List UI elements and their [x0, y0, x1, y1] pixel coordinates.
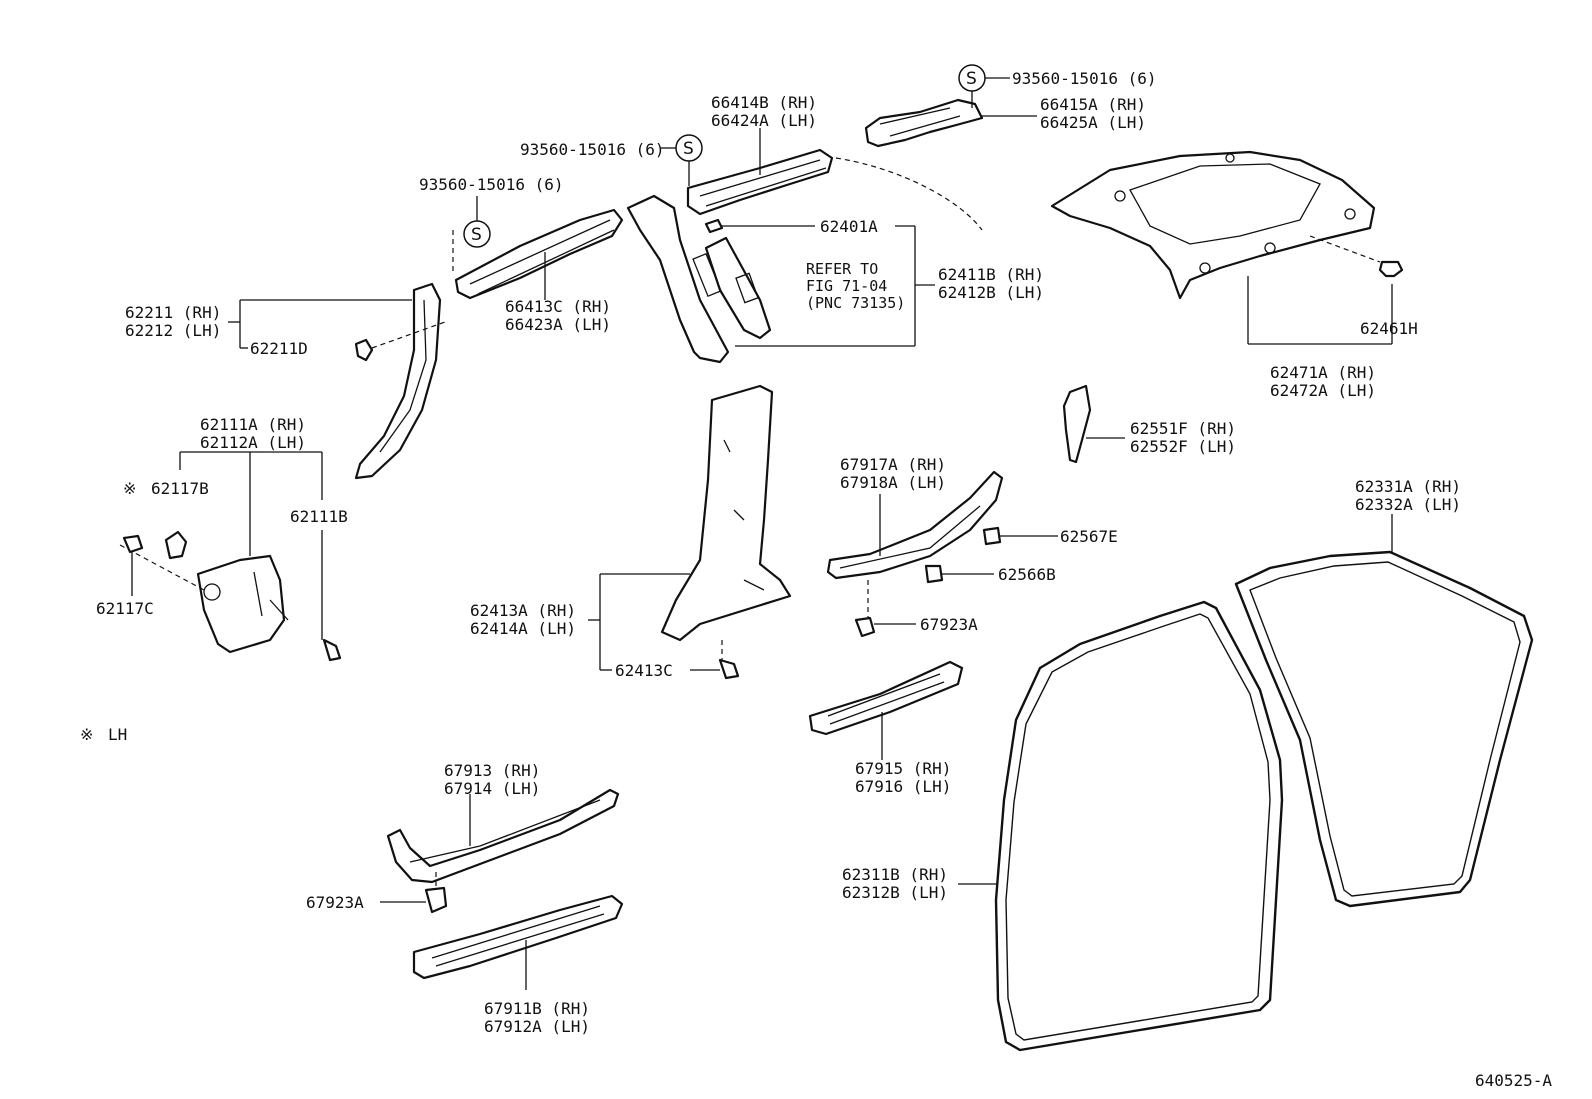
label-62117b: 62117B: [151, 479, 209, 498]
label-66414b: 66414B (RH): [711, 93, 817, 112]
clip-66413c-part: [454, 208, 624, 300]
label-62566b: 62566B: [998, 565, 1056, 584]
label-62332a: 62332A (LH): [1355, 495, 1461, 514]
label-62461h: 62461H: [1360, 319, 1418, 338]
weatherstrip-62311b-part: [958, 600, 1284, 1052]
screw-symbol-mid: S: [675, 134, 703, 162]
refer-line-3: (PNC 73135): [806, 294, 905, 312]
label-62111a: 62111A (RH): [200, 415, 306, 434]
label-67923a-left: 67923A: [306, 893, 364, 912]
weatherstrip-62331a-part: [1234, 514, 1534, 908]
label-62413a: 62413A (RH): [470, 601, 576, 620]
label-62401a: 62401A: [820, 217, 878, 236]
label-67916: 67916 (LH): [855, 777, 951, 796]
label-screw-left: 93560-15016 (6): [419, 175, 564, 194]
refer-line-1: REFER TO: [806, 260, 878, 278]
label-67913: 67913 (RH): [444, 761, 540, 780]
clip-66415a-part: [864, 77, 1037, 148]
label-67917a: 67917A (RH): [840, 455, 946, 474]
plate-67915-part: [808, 660, 964, 760]
scuff-67917a-part: [826, 470, 1058, 638]
label-67923a-right: 67923A: [920, 615, 978, 634]
label-62211d: 62211D: [250, 339, 308, 358]
diagram-id: 640525-A: [1475, 1071, 1552, 1090]
svg-text:S: S: [966, 69, 977, 89]
screw-symbol-left: S: [463, 220, 491, 248]
svg-text:S: S: [683, 139, 694, 159]
pillar-62413a-part: [588, 384, 792, 680]
label-66415a: 66415A (RH): [1040, 95, 1146, 114]
plate-67911b-part: [412, 894, 624, 990]
label-62412b: 62412B (LH): [938, 283, 1044, 302]
refer-line-2: FIG 71-04: [806, 277, 887, 295]
label-62117c: 62117C: [96, 599, 154, 618]
label-66425a: 66425A (LH): [1040, 113, 1146, 132]
label-67914: 67914 (LH): [444, 779, 540, 798]
cowl-62111a-part: [119, 451, 342, 662]
label-62471a: 62471A (RH): [1270, 363, 1376, 382]
label-67911b: 67911B (RH): [484, 999, 590, 1018]
hook-62551f-part: [1062, 384, 1125, 464]
label-67918a: 67918A (LH): [840, 473, 946, 492]
trim-62471a-part: [1050, 150, 1393, 345]
label-62212: 62212 (LH): [125, 321, 221, 340]
label-62111b: 62111B: [290, 507, 348, 526]
label-62413c: 62413C: [615, 661, 673, 680]
note-text: LH: [108, 725, 127, 744]
label-62311b: 62311B (RH): [842, 865, 948, 884]
label-screw-top-right: 93560-15016 (6): [1012, 69, 1157, 88]
label-62567e: 62567E: [1060, 527, 1118, 546]
clip-66414b-part: [660, 128, 983, 231]
clip-62461h-part: [1378, 260, 1404, 278]
label-62472a: 62472A (LH): [1270, 381, 1376, 400]
label-66424a: 66424A (LH): [711, 111, 817, 130]
label-screw-mid: 93560-15016 (6): [520, 140, 665, 159]
trim-62411b-part: [626, 194, 935, 364]
screw-symbol-top-right: S: [958, 64, 986, 92]
note-symbol: ※: [80, 725, 93, 744]
label-62211: 62211 (RH): [125, 303, 221, 322]
label-62331a: 62331A (RH): [1355, 477, 1461, 496]
label-66423a: 66423A (LH): [505, 315, 611, 334]
label-62552f: 62552F (LH): [1130, 437, 1236, 456]
label-62112a: 62112A (LH): [200, 433, 306, 452]
label-62551f: 62551F (RH): [1130, 419, 1236, 438]
scuff-67913-part: [380, 788, 620, 914]
label-62312b: 62312B (LH): [842, 883, 948, 902]
label-67915: 67915 (RH): [855, 759, 951, 778]
label-62411b: 62411B (RH): [938, 265, 1044, 284]
svg-text:S: S: [471, 225, 482, 245]
pillar-62211-part: [228, 282, 446, 480]
label-62414a: 62414A (LH): [470, 619, 576, 638]
label-66413c: 66413C (RH): [505, 297, 611, 316]
note-symbol-62117b: ※: [123, 479, 136, 498]
label-67912a: 67912A (LH): [484, 1017, 590, 1036]
